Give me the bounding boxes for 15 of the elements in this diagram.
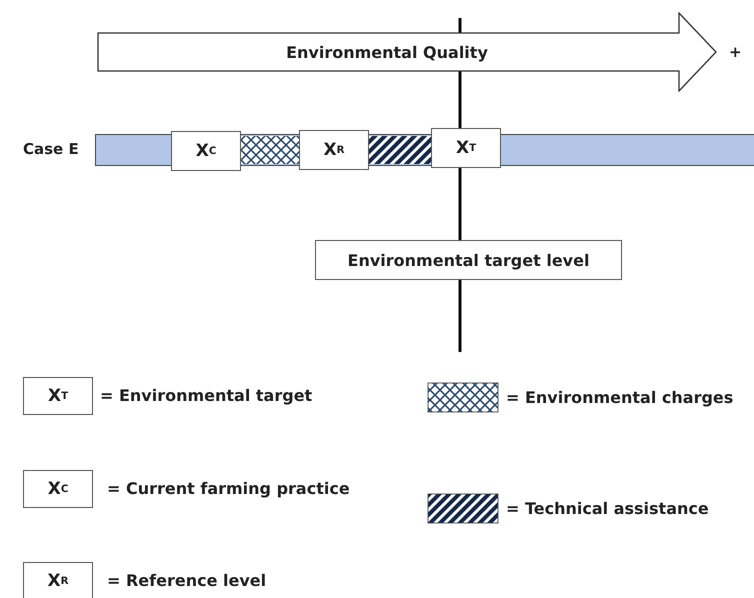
legend-text: = Reference level <box>107 571 266 590</box>
arrow-label: Environmental Quality <box>285 43 489 62</box>
legend-text: = Current farming practice <box>107 479 350 498</box>
level-box: X$^{T}$ <box>431 128 501 168</box>
legend-text: = Environmental target <box>100 386 312 405</box>
legend-box: X$^{C}$ <box>23 470 93 508</box>
case-label: Case E <box>23 140 79 158</box>
level-box: X$^{R}$ <box>299 130 369 170</box>
level-box: Environmental target level <box>315 240 622 280</box>
legend-text: = Environmental charges <box>506 388 734 407</box>
legend-box: X$^{R}$ <box>23 562 93 598</box>
legend-text: = Technical assistance <box>506 499 709 518</box>
plus-sign: + <box>729 43 742 61</box>
legend-box: X$^{T}$ <box>23 377 93 415</box>
level-box: X$^{C}$ <box>171 131 241 171</box>
